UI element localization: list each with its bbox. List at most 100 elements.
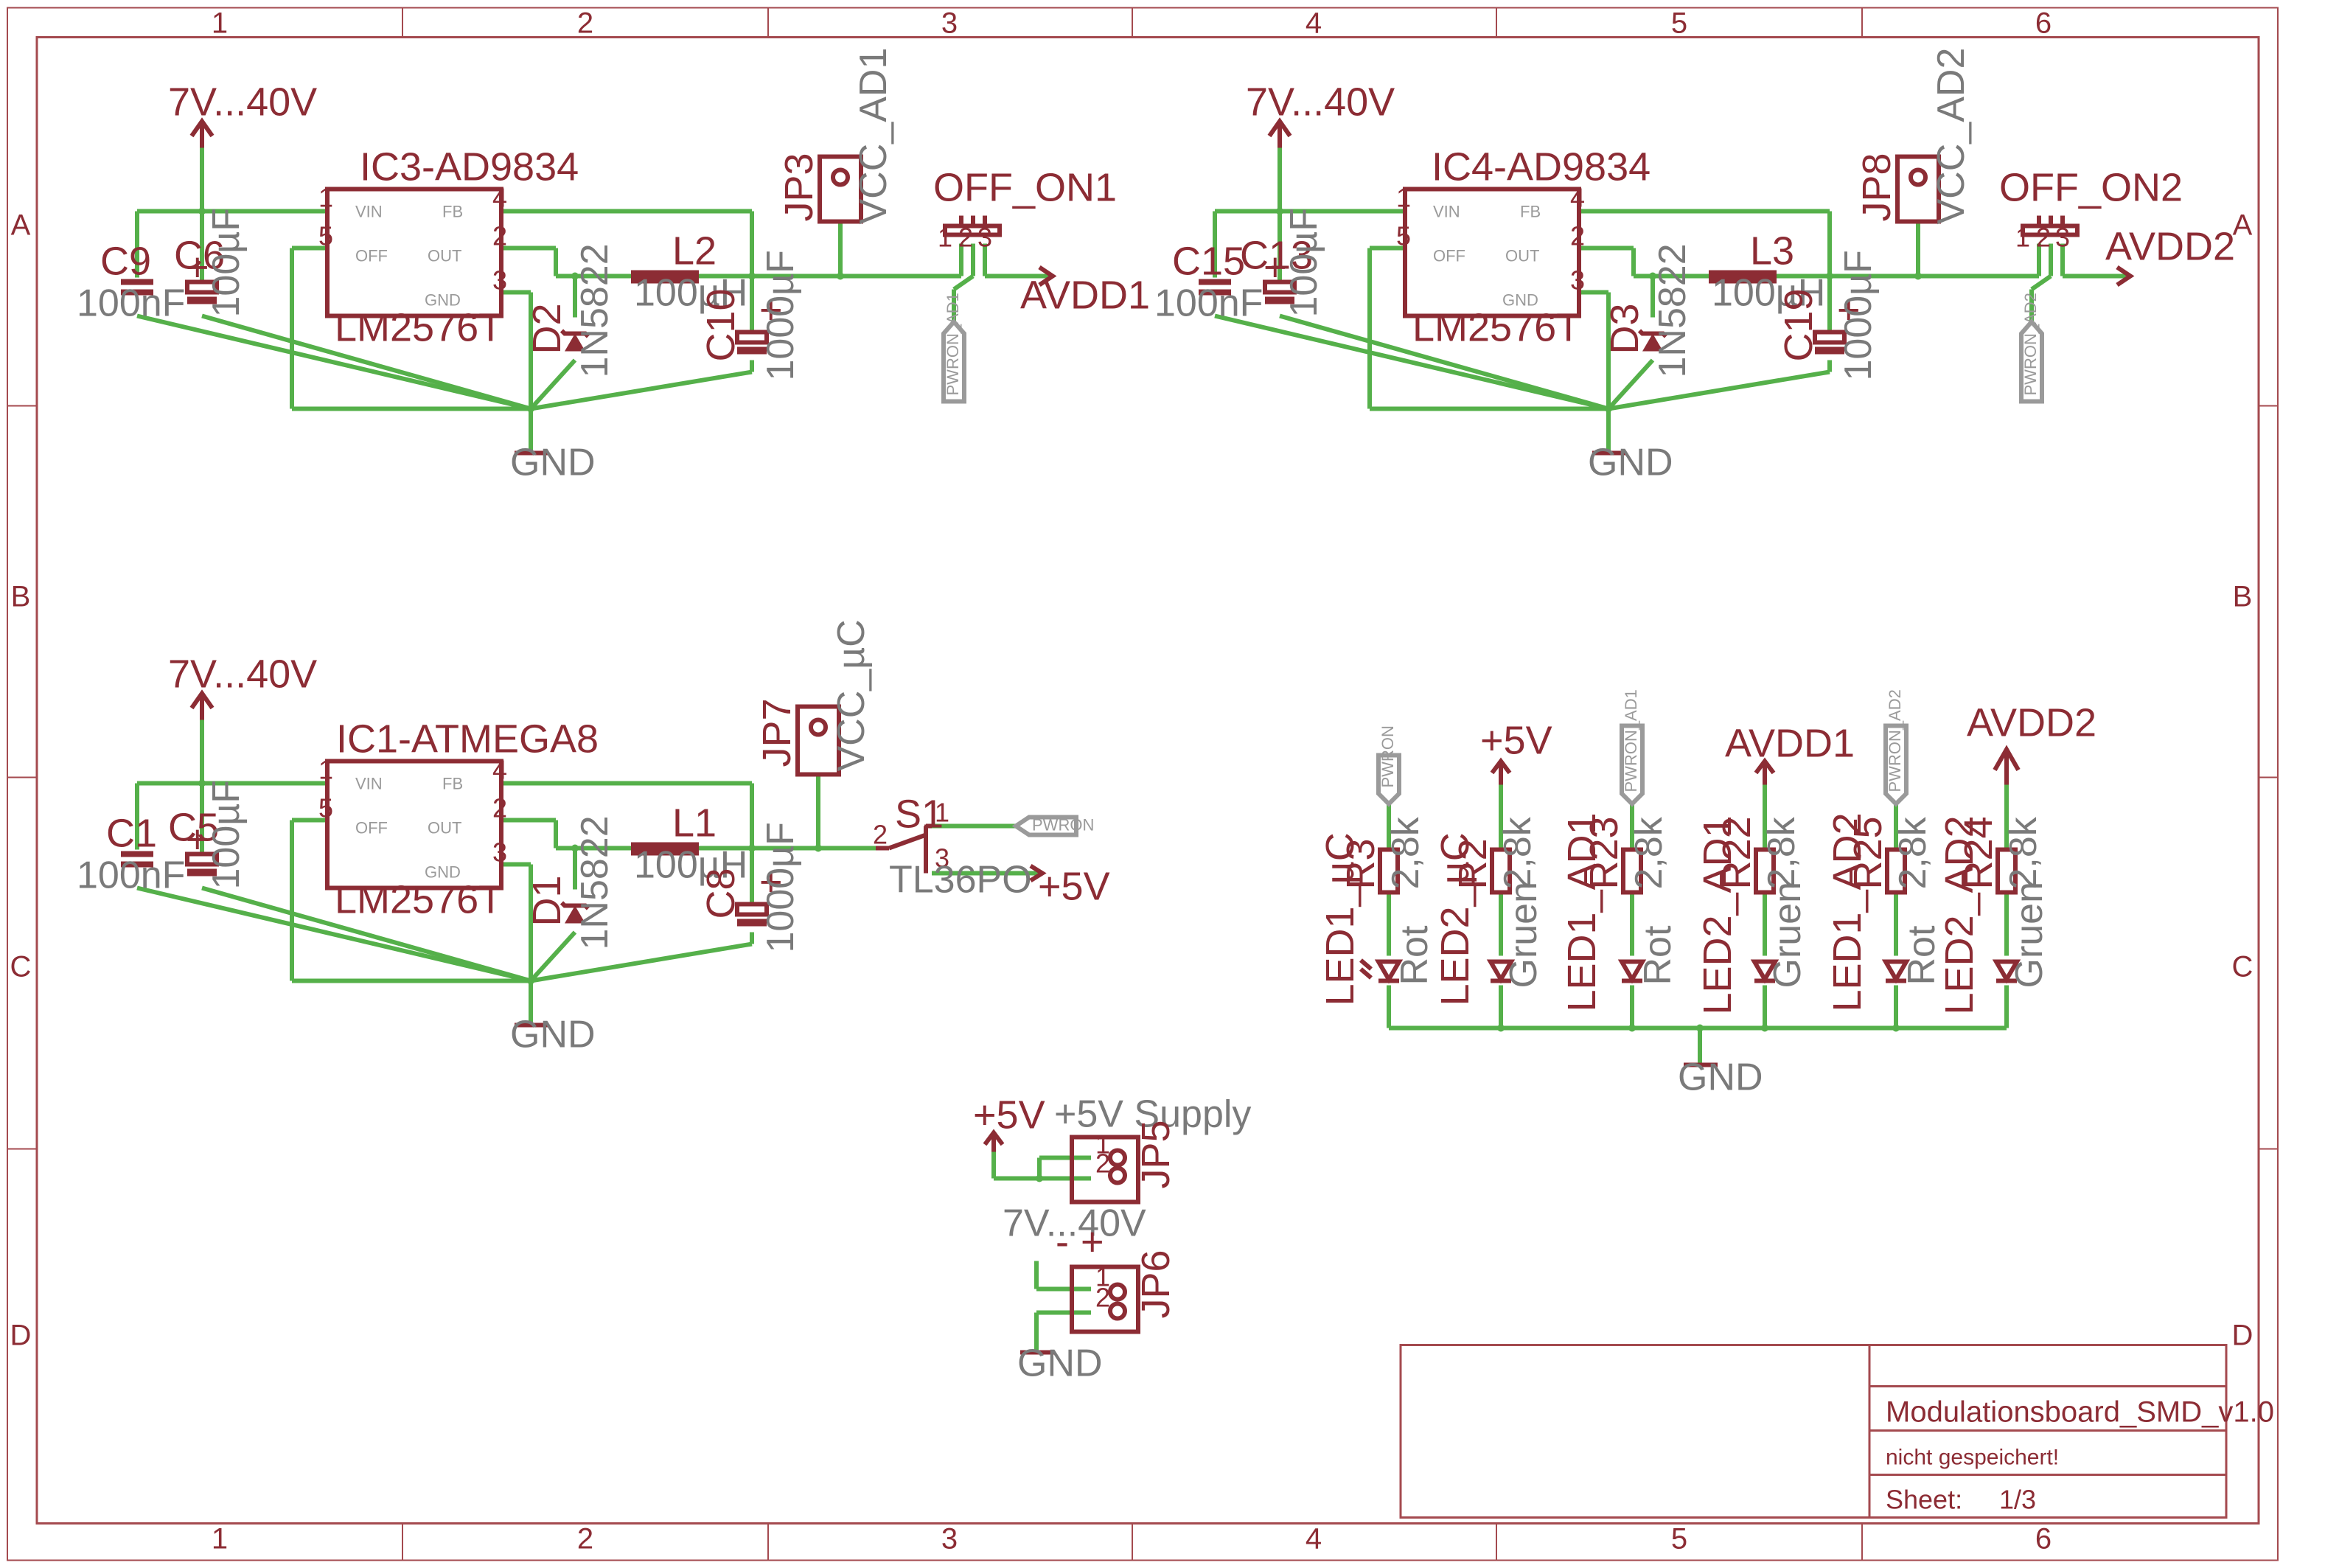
cap-c9-value: 100nF	[77, 282, 185, 325]
resistor-r23-name: R23	[1582, 816, 1626, 889]
inductor-l3	[1709, 270, 1777, 284]
jumper-jp7	[795, 704, 841, 777]
inductor-l2-name: L2	[672, 229, 717, 273]
led-net-plus5v: +5V	[1480, 719, 1552, 763]
regulator-ic	[325, 187, 503, 318]
led-gnd-label: GND	[1678, 1056, 1763, 1099]
svg-text:5: 5	[318, 793, 333, 823]
led-flag-pwron-ad1	[1620, 723, 1645, 807]
cap-c15-value: 100nF	[1154, 282, 1263, 325]
row-label-left-c: C	[10, 951, 32, 983]
cap-c13-value: 100µF	[1283, 208, 1325, 317]
led-led2-ad2	[1992, 959, 2021, 984]
led-led1-ad2-name: LED1_AD2	[1825, 812, 1869, 1011]
title-block: Modulationsboard_SMD_v1.0 nicht gespeich…	[1399, 1344, 2274, 1519]
inductor-l1	[631, 842, 699, 856]
led-flag-pwron-ad2	[1883, 723, 1909, 807]
svg-text:2: 2	[2036, 223, 2051, 253]
resistor-r24	[1995, 847, 2018, 895]
cap-c5-name: C5	[168, 806, 219, 850]
jp6-net-supply: 7V...40V	[1003, 1202, 1146, 1245]
switch-s1-name: S1	[895, 792, 944, 837]
jumper-jp8	[1895, 154, 1941, 224]
jumper-jp8-name: JP8	[1855, 153, 1899, 221]
led-led2-uc-name: LED2_µC	[1433, 832, 1477, 1006]
jumper-jp3-name: JP3	[777, 153, 821, 221]
inductor-l1-value: 100µH	[634, 844, 747, 887]
led-net-avdd2: AVDD2	[1967, 701, 2096, 745]
pin-off: OFF	[355, 247, 388, 265]
col-label-top-5: 5	[1671, 7, 1687, 40]
regulator-ic	[1403, 187, 1581, 318]
net-flag-pwron-ad1	[941, 318, 966, 404]
sheet-number: 1/3	[1999, 1485, 2036, 1515]
switch-off-on1-name: OFF_ON1	[933, 166, 1117, 210]
led-led2-uc	[1486, 959, 1516, 984]
inductor-l2-value: 100µH	[634, 272, 747, 315]
inductor-l2	[631, 270, 699, 284]
col-label-bottom-2: 2	[577, 1523, 593, 1555]
led-led1-ad1-name: LED1_AD1	[1560, 812, 1604, 1011]
resistor-r22-name: R22	[1715, 816, 1759, 889]
ic-value: LM2576T	[1412, 306, 1580, 350]
pin-vin: VIN	[355, 775, 383, 793]
pin-off: OFF	[1433, 247, 1465, 265]
cap-c6-name: C6	[174, 234, 225, 278]
row-label-left-d: D	[10, 1320, 32, 1352]
col-label-top-2: 2	[577, 7, 593, 40]
led-led1-uc-name: LED1_µC	[1318, 832, 1362, 1006]
jp6-plus: +	[1081, 1220, 1104, 1264]
regulator-ic	[325, 759, 503, 891]
led-led1-ad1	[1617, 959, 1647, 984]
resistor-r3	[1378, 847, 1400, 895]
regulator-block-uc: 7V...40V	[77, 619, 1110, 1056]
row-label-left-a: A	[11, 209, 31, 242]
svg-text:4: 4	[492, 755, 507, 785]
row-label-right-d: D	[2232, 1320, 2253, 1352]
cap-c19-value: 1000µF	[1837, 250, 1880, 380]
cap-c10-value: 1000µF	[759, 250, 802, 380]
cap-c10-name: C10	[699, 288, 743, 361]
net-flag-pwron-ad2-text: PWRON_AD2	[2021, 293, 2040, 395]
svg-text:1: 1	[318, 755, 333, 785]
connector-jp5-group: +5V 12 +5V Supply JP5	[973, 1093, 1251, 1205]
drawing-frame: 1 2 3 4 5 6 1 2 3 4 5 6 A B C D A B C D	[7, 7, 2279, 1561]
switch-s1	[876, 823, 932, 874]
resistor-r25	[1885, 847, 1907, 895]
net-avdd2-label: AVDD2	[2105, 225, 2235, 269]
led-led1-uc-color: Rot	[1393, 925, 1436, 985]
col-label-bottom-6: 6	[2035, 1523, 2052, 1555]
svg-text:+: +	[186, 818, 209, 862]
col-label-top-4: 4	[1306, 7, 1322, 40]
svg-text:2: 2	[873, 820, 888, 850]
jumper-jp7-name: JP7	[755, 698, 799, 767]
sheet-label: Sheet:	[1886, 1485, 1962, 1515]
gnd-label: GND	[510, 442, 596, 484]
gnd-label: GND	[510, 1014, 596, 1056]
col-label-bottom-3: 3	[941, 1523, 958, 1555]
diode-d3-name: D3	[1603, 303, 1647, 354]
row-label-right-c: C	[2232, 951, 2253, 983]
ic-name: IC4-AD9834	[1432, 145, 1650, 189]
supply-label: 7V...40V	[168, 80, 317, 125]
resistor-r23	[1621, 847, 1643, 895]
svg-text:4: 4	[1570, 183, 1585, 213]
led-led1-ad1-color: Rot	[1636, 925, 1679, 985]
pin-off: OFF	[355, 819, 388, 837]
regulator-block-ad1: 7V...40V	[77, 48, 1150, 484]
pin-vin: VIN	[1433, 203, 1460, 221]
svg-text:+: +	[1837, 288, 1861, 332]
svg-text:2: 2	[1095, 1149, 1110, 1179]
svg-text:+: +	[186, 245, 209, 290]
gnd-label: GND	[1588, 442, 1673, 484]
cap-c19-name: C19	[1777, 288, 1821, 361]
svg-text:1: 1	[1095, 1262, 1110, 1292]
led-led2-ad1-name: LED2_AD1	[1695, 815, 1740, 1014]
cap-c15-name: C15	[1172, 240, 1245, 284]
cap-c1-value: 100nF	[77, 854, 185, 897]
pin-fb: FB	[442, 203, 463, 221]
resistor-r24-value: 2,8k	[2002, 816, 2045, 889]
led-led2-ad1-color: Gruen	[1766, 882, 1809, 989]
diode-d2-name: D2	[525, 303, 569, 354]
resistor-r3-name: R3	[1339, 838, 1383, 889]
